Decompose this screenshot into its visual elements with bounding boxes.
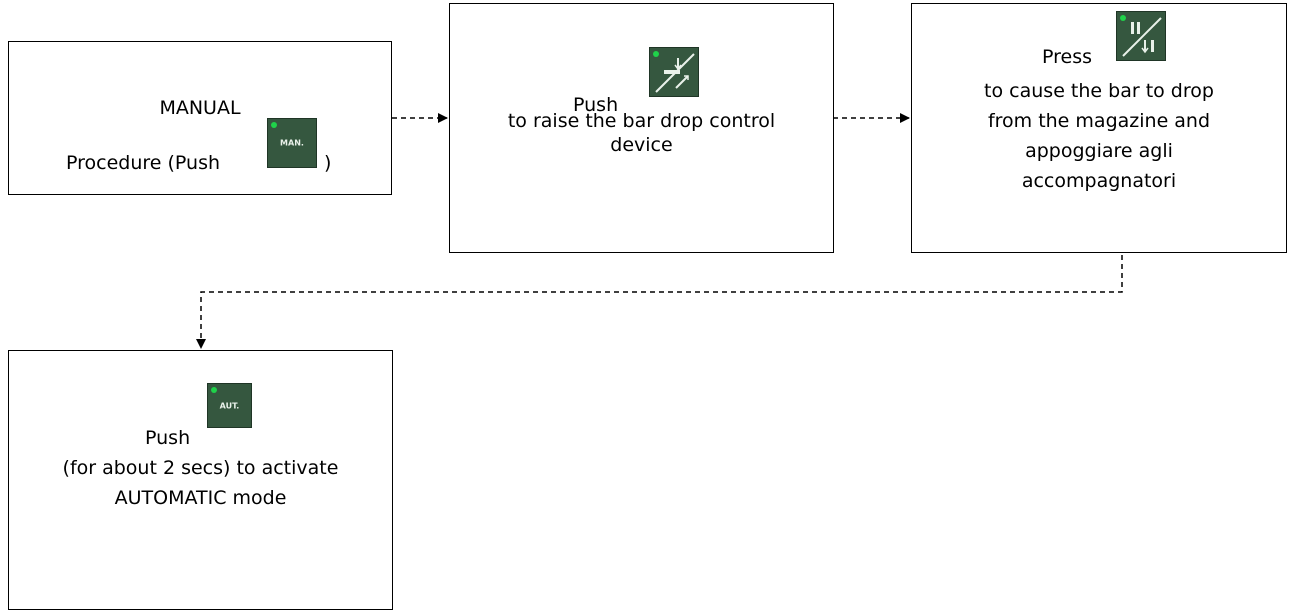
man-button-label: MAN.	[280, 138, 304, 148]
bar-drop-raise-icon[interactable]	[649, 47, 699, 97]
step-manual-box	[8, 41, 392, 195]
step-drop-description-4: accompagnatori	[1021, 170, 1177, 192]
step-manual-title: MANUAL	[159, 97, 241, 119]
step-raise-box	[449, 3, 834, 253]
step-automatic-description: (for about 2 secs) to activate	[62, 457, 339, 479]
aut-button-label: AUT.	[219, 401, 240, 410]
led-indicator	[653, 51, 659, 57]
step-manual-procedure-text: Procedure (Push	[66, 152, 221, 174]
step-manual-close-paren: )	[324, 152, 332, 174]
bar-drop-magazine-icon[interactable]	[1116, 11, 1166, 61]
led-indicator	[271, 122, 277, 128]
step-drop-description-2: from the magazine and	[987, 110, 1211, 132]
led-indicator	[211, 387, 217, 393]
man-button-icon[interactable]: MAN.	[267, 118, 317, 168]
step-drop-press-text: Press	[1042, 46, 1093, 68]
arrow-step3-to-step4	[196, 255, 1123, 349]
step-raise-description: to raise the bar drop control	[507, 110, 776, 132]
step-drop-description-3: appoggiare agli	[1025, 140, 1173, 162]
bar-drop-raise-glyph	[655, 53, 695, 93]
led-indicator	[1120, 15, 1126, 21]
step-automatic-box	[8, 350, 393, 610]
step-automatic-mode-text: AUTOMATIC mode	[114, 487, 287, 509]
bar-drop-magazine-glyph	[1122, 17, 1162, 57]
step-drop-box	[911, 3, 1287, 253]
step-drop-description-1: to cause the bar to drop	[984, 80, 1214, 102]
step-automatic-push-text: Push	[145, 427, 191, 449]
step-raise-push-text: Push	[573, 94, 619, 116]
step-raise-description-cont: device	[610, 134, 673, 156]
aut-button-icon[interactable]: AUT.	[207, 383, 252, 428]
